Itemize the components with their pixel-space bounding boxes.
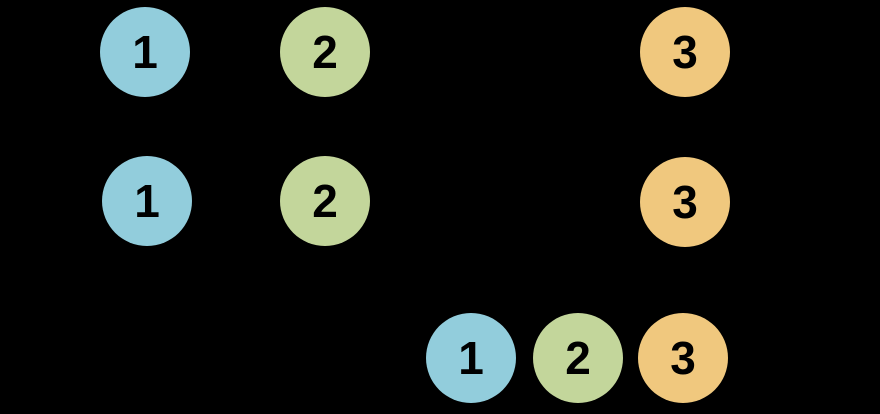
numbered-circle-row2-1: 1 [102, 156, 192, 246]
circle-label: 3 [672, 176, 698, 228]
circle-label: 1 [458, 332, 484, 384]
numbered-circle-row2-2: 2 [280, 156, 370, 246]
numbered-circle-row2-3: 3 [640, 157, 730, 247]
numbered-circle-row1-3: 3 [640, 7, 730, 97]
circle-label: 3 [672, 26, 698, 78]
numbered-circle-row3-2: 2 [533, 313, 623, 403]
numbered-circle-row1-1: 1 [100, 7, 190, 97]
circle-label: 3 [670, 332, 696, 384]
circle-label: 1 [132, 26, 158, 78]
numbered-circle-row1-2: 2 [280, 7, 370, 97]
circle-label: 2 [565, 332, 591, 384]
circle-label: 1 [134, 175, 160, 227]
numbered-circle-row3-1: 1 [426, 313, 516, 403]
circle-label: 2 [312, 175, 338, 227]
numbered-circle-row3-3: 3 [638, 313, 728, 403]
circle-label: 2 [312, 26, 338, 78]
